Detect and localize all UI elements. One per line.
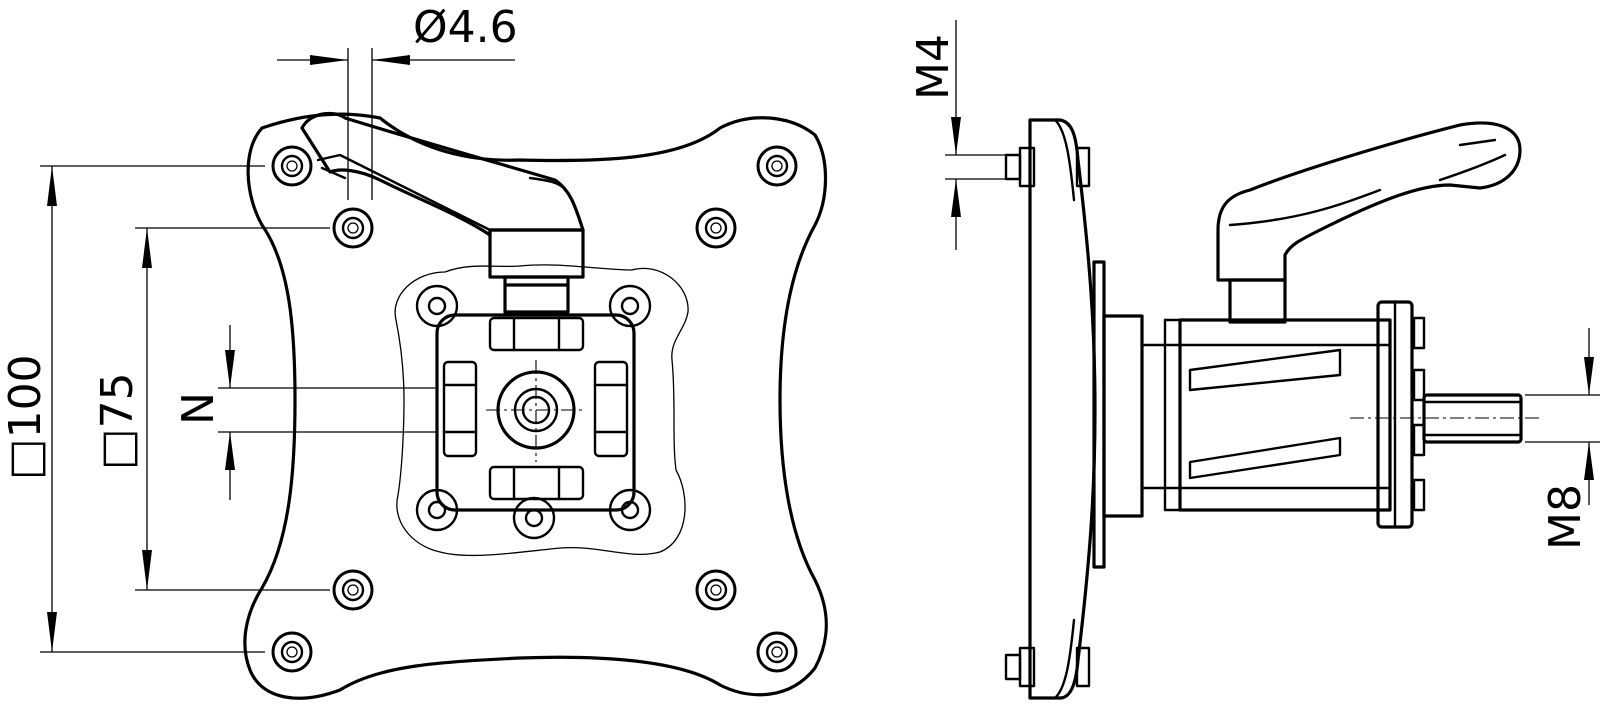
clamp-block-bottom — [488, 465, 585, 501]
mounting-hole-75-top-left — [332, 207, 374, 249]
clamp-block-top — [488, 316, 585, 352]
adapter-hole-bottom-mid — [512, 496, 556, 540]
lever-collar — [503, 275, 570, 314]
clamp-block-left — [442, 360, 478, 458]
joint-housing — [1178, 318, 1392, 512]
lever-hub — [488, 228, 585, 279]
inner-square-label: □75 — [92, 372, 143, 470]
side-view — [1004, 118, 1540, 700]
mounting-hole-100-bottom-left — [271, 631, 313, 673]
side-thread-small-label: M4 — [908, 34, 959, 100]
dimension-slot-width: N — [173, 325, 438, 500]
central-bracket — [435, 313, 636, 512]
side-mount-block — [1102, 314, 1144, 518]
mounting-hole-100-top-right — [756, 145, 798, 187]
bolt-diameter-label: Ø4.6 — [413, 2, 518, 53]
mounting-hole-75-top-right — [695, 207, 737, 249]
mounting-hole-100-bottom-right — [756, 631, 798, 673]
side-screw-bottom — [1004, 646, 1091, 688]
mounting-plate-outline — [243, 112, 828, 700]
mounting-hole-100-top-left — [271, 145, 313, 187]
mounting-hole-75-bottom-right — [695, 569, 737, 611]
outer-square-label: □100 — [0, 354, 51, 480]
side-lever-collar — [1228, 278, 1287, 324]
front-view — [243, 111, 828, 700]
slot-width-label: N — [173, 392, 224, 425]
dimension-shaft-thread: M8 — [1525, 328, 1600, 550]
clamp-lever — [300, 111, 585, 237]
adapter-hole-top-left — [415, 284, 459, 328]
shaft-thread-label: M8 — [1540, 484, 1591, 550]
clamp-block-right — [593, 360, 629, 458]
adapter-hole-top-right — [608, 284, 652, 328]
dimension-bolt-diameter: Ø4.6 — [277, 2, 518, 200]
dimension-inner-square: □75 — [92, 227, 330, 591]
mounting-hole-75-bottom-left — [332, 569, 374, 611]
adapter-plate-outline — [394, 264, 689, 557]
side-clamp-lever — [1216, 121, 1522, 282]
dimension-outer-square: □100 — [0, 165, 265, 653]
dimension-side-thread-small: M4 — [908, 20, 1020, 250]
side-screw-top — [1004, 146, 1091, 188]
side-plate — [1028, 118, 1097, 700]
